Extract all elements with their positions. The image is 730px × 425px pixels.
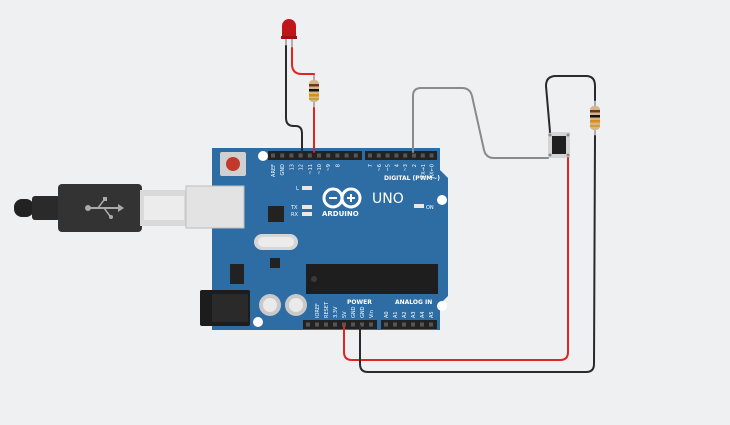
pin-hole[interactable] (280, 153, 285, 158)
pin-hole[interactable] (412, 153, 416, 158)
pin-hole[interactable] (271, 153, 275, 158)
pin-hole[interactable] (429, 322, 433, 327)
arduino-board[interactable]: ARDUINO UNO L TX RX ON DIGITAL (PWM~) PO… (185, 148, 448, 330)
digital-pin-label: 7 (368, 164, 374, 167)
wire-led-to-gnd[interactable] (285, 45, 303, 153)
power-header[interactable] (303, 320, 377, 329)
pin-hole[interactable] (344, 153, 349, 158)
digital-pin-label: TX→1 (421, 164, 427, 179)
pin-hole[interactable] (420, 153, 425, 158)
analog-pin-label: A5 (429, 311, 435, 318)
pin-hole[interactable] (376, 153, 381, 158)
analog-pin-label: A2 (402, 311, 408, 318)
power-pin-label: 3.3V (333, 306, 339, 318)
wire-gnd-to-resistor[interactable] (359, 135, 596, 373)
analog-pin-label: A0 (384, 311, 390, 318)
led-resistor[interactable] (309, 74, 319, 108)
analog-pin-label: A1 (393, 311, 399, 318)
pin-hole[interactable] (353, 153, 358, 158)
power-pin-label: IOREF (315, 303, 321, 318)
digital-pin-label: GND (280, 164, 286, 176)
power-pin-label: 5V (342, 311, 348, 318)
usb-port (185, 185, 245, 229)
pin-hole[interactable] (307, 153, 312, 158)
digital-pin-label: 12 (299, 164, 305, 170)
digital-pin-label: 2 (412, 164, 418, 167)
pin-hole[interactable] (429, 153, 434, 158)
power-pin-label: GND (351, 306, 357, 318)
digital-pin-label: 13 (289, 164, 295, 170)
arduino-logo-icon (322, 187, 362, 209)
digital-pin-label: ~3 (403, 164, 409, 171)
pin-hole[interactable] (326, 153, 331, 158)
led-rx-label: RX (291, 212, 298, 218)
pin-hole[interactable] (317, 153, 321, 158)
led-tx-label: TX (290, 205, 298, 211)
pin-hole[interactable] (306, 322, 310, 327)
usb-icon (85, 197, 124, 219)
wire-5v-to-button[interactable] (343, 157, 569, 361)
digital-pin-label: 8 (335, 164, 341, 167)
pin-hole[interactable] (369, 322, 373, 327)
pin-hole[interactable] (324, 322, 328, 327)
board-logo-text: ARDUINO (322, 210, 359, 218)
pin-hole[interactable] (333, 322, 337, 327)
power-pin-label: Vin (369, 310, 375, 318)
pin-hole[interactable] (411, 322, 415, 327)
pin-hole[interactable] (402, 322, 406, 327)
wire-button-to-resistor[interactable] (545, 75, 596, 133)
atmega-chip (306, 264, 438, 294)
board-model: UNO (372, 191, 404, 207)
led-l-label: L (296, 186, 299, 192)
pin-hole[interactable] (385, 153, 390, 158)
pin-hole[interactable] (420, 322, 424, 327)
digital-header-left[interactable] (268, 151, 362, 160)
pin-hole[interactable] (384, 322, 388, 327)
power-header-label: POWER (347, 299, 372, 306)
pin-hole[interactable] (393, 322, 397, 327)
pin-hole[interactable] (335, 153, 340, 158)
pin-hole[interactable] (394, 153, 399, 158)
button-resistor[interactable] (590, 100, 600, 136)
pin-hole[interactable] (403, 153, 408, 158)
on-label: ON (426, 205, 434, 211)
wire-led-to-resistor[interactable] (291, 47, 315, 75)
push-button[interactable] (548, 132, 570, 158)
analog-header[interactable] (381, 320, 437, 329)
digital-pin-label: ~11 (308, 164, 314, 175)
power-pin-label: GND (360, 306, 366, 318)
digital-header-label: DIGITAL (PWM~) (384, 175, 440, 182)
digital-pin-label: RX←0 (430, 164, 436, 178)
digital-pin-label: ~10 (317, 164, 323, 175)
led[interactable] (281, 19, 297, 48)
digital-header-right[interactable] (365, 151, 437, 160)
digital-pin-label: 4 (394, 164, 400, 167)
digital-pin-label: AREF (271, 164, 277, 177)
pin-hole[interactable] (315, 322, 319, 327)
pin-hole[interactable] (351, 322, 355, 327)
usb-cable[interactable] (14, 184, 186, 232)
pin-hole[interactable] (342, 322, 346, 327)
power-pin-label: RESET (324, 301, 330, 318)
analog-pin-label: A4 (420, 311, 426, 318)
digital-pin-label: ~5 (386, 164, 392, 171)
pin-hole[interactable] (289, 153, 294, 158)
digital-pin-label: ~6 (377, 164, 383, 171)
analog-header-label: ANALOG IN (395, 299, 432, 306)
analog-pin-label: A3 (411, 311, 417, 318)
wire-pin2-to-button[interactable] (412, 87, 549, 159)
pin-hole[interactable] (368, 153, 372, 158)
digital-pin-label: ~9 (326, 164, 332, 171)
pin-hole[interactable] (360, 322, 364, 327)
pin-hole[interactable] (298, 153, 303, 158)
